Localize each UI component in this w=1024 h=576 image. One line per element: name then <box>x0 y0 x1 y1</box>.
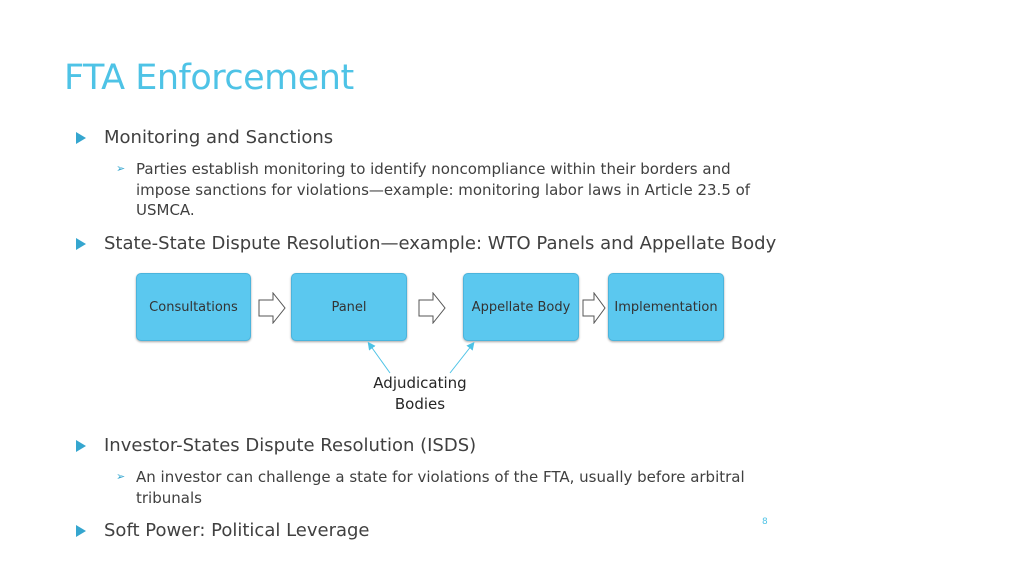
arrow-right-icon <box>582 292 606 324</box>
bullet-label: State-State Dispute Resolution—example: … <box>104 233 777 254</box>
annotation-line: Bodies <box>394 394 446 413</box>
page-number: 8 <box>762 517 768 527</box>
slide-title: FTA Enforcement <box>64 58 354 98</box>
triangle-right-icon <box>76 439 86 452</box>
bullet-isds: Investor-States Dispute Resolution (ISDS… <box>76 435 476 456</box>
annotation-line: Adjudicating <box>373 374 467 392</box>
sub-bullet-text: Parties establish monitoring to identify… <box>136 160 751 219</box>
process-step-consultations: Consultations <box>136 273 251 341</box>
chevron-right-icon: ➢ <box>116 470 126 483</box>
bullet-soft-power: Soft Power: Political Leverage <box>76 520 370 541</box>
arrow-right-icon <box>418 292 446 324</box>
triangle-right-icon <box>76 131 86 144</box>
bullet-state-state: State-State Dispute Resolution—example: … <box>76 233 776 254</box>
bullet-label: Soft Power: Political Leverage <box>104 520 370 541</box>
annotation-adjudicating-bodies: Adjudicating Bodies <box>360 373 480 414</box>
chevron-right-icon: ➢ <box>116 162 126 175</box>
bullet-monitoring: Monitoring and Sanctions <box>76 127 333 148</box>
process-step-label: Panel <box>331 300 367 315</box>
process-step-label: Consultations <box>149 300 238 315</box>
process-step-label: Implementation <box>614 300 718 315</box>
bullet-label: Investor-States Dispute Resolution (ISDS… <box>104 435 477 456</box>
triangle-right-icon <box>76 524 86 537</box>
bullet-label: Monitoring and Sanctions <box>104 127 334 148</box>
sub-bullet-isds: ➢ An investor can challenge a state for … <box>116 467 776 508</box>
arrow-right-icon <box>258 292 286 324</box>
process-step-appellate-body: Appellate Body <box>463 273 579 341</box>
sub-bullet-text: An investor can challenge a state for vi… <box>136 468 745 507</box>
process-step-implementation: Implementation <box>608 273 724 341</box>
sub-bullet-monitoring: ➢ Parties establish monitoring to identi… <box>116 159 776 221</box>
process-step-label: Appellate Body <box>471 300 571 315</box>
process-step-panel: Panel <box>291 273 407 341</box>
triangle-right-icon <box>76 237 86 250</box>
